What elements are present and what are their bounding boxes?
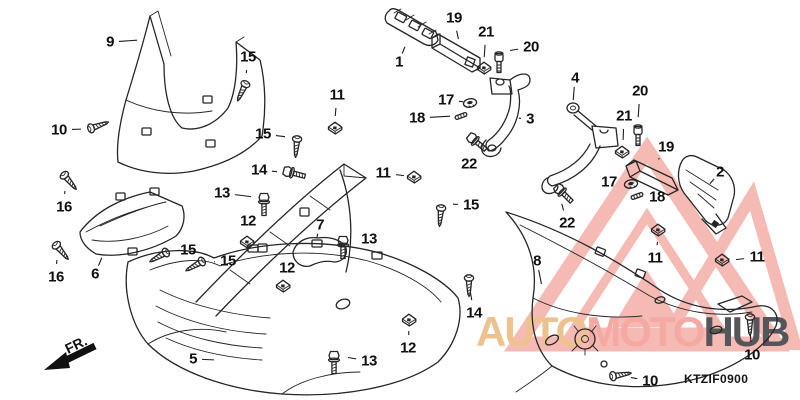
callout-10-42: 10 [642, 372, 658, 390]
leader-line [709, 178, 715, 185]
callout-11-6: 11 [329, 86, 345, 104]
watermark-segment-1: MOTO [586, 308, 705, 355]
leader-line [429, 115, 451, 118]
callout-11-21: 11 [375, 164, 391, 182]
leader-line [658, 157, 660, 160]
callout-15-7: 15 [255, 125, 271, 143]
leader-line [201, 358, 215, 361]
callout-12-18: 12 [400, 339, 416, 357]
watermark-triangle-middle [563, 207, 731, 337]
callout-10-2: 10 [51, 121, 67, 139]
callout-9-0: 9 [106, 33, 114, 51]
callout-8-38: 8 [533, 252, 541, 270]
callout-21-32: 21 [616, 107, 632, 125]
callout-6-5: 6 [91, 265, 99, 283]
part-5-floor-panel-drawing [125, 163, 461, 396]
leader-line [561, 203, 565, 211]
leader-line [401, 46, 406, 54]
callout-16-3: 16 [56, 198, 72, 216]
callout-10-41: 10 [744, 346, 760, 364]
callout-19-23: 19 [446, 9, 462, 27]
watermark-triangle-outer [504, 136, 790, 352]
leader-line [483, 44, 486, 58]
callout-15-1: 15 [240, 48, 256, 66]
watermark-segment-2: HUB [703, 308, 790, 355]
callout-18-36: 18 [649, 188, 665, 206]
part-2-step-rubber-drawing [677, 154, 736, 235]
leader-line [275, 135, 286, 138]
leader-line [735, 258, 745, 261]
leader-line [456, 30, 459, 40]
callout-13-14: 13 [361, 230, 377, 248]
diagram-code: KTZIF0900 [684, 372, 749, 386]
leader-line [469, 292, 473, 301]
callout-11-39: 11 [647, 249, 663, 267]
leader-line [749, 333, 752, 343]
leader-line [538, 269, 542, 285]
callout-17-35: 17 [601, 173, 617, 191]
part-1-step-rubber-drawing [384, 7, 439, 47]
leader-line [656, 241, 659, 246]
callout-16-4: 16 [48, 268, 64, 286]
part-19b-bar-drawing [625, 159, 679, 196]
part-4-stay-drawing [541, 102, 619, 195]
callout-22-29: 22 [461, 155, 477, 173]
callout-22-37: 22 [559, 214, 575, 232]
callout-15-11: 15 [180, 241, 196, 259]
part-6-step-cover-drawing [79, 187, 185, 256]
leader-line [637, 103, 640, 118]
leader-line [572, 86, 575, 101]
leader-line [234, 194, 252, 198]
callout-18-27: 18 [409, 109, 425, 127]
callout-14-19: 14 [466, 304, 482, 322]
leader-line [509, 48, 519, 52]
callout-12-10: 12 [240, 212, 256, 230]
leader-line [630, 376, 638, 380]
callout-19-33: 19 [658, 138, 674, 156]
callout-1-22: 1 [395, 53, 403, 71]
callout-5-16: 5 [189, 350, 197, 368]
callout-21-24: 21 [478, 23, 494, 41]
callout-13-9: 13 [214, 184, 230, 202]
part-3-stay-drawing [480, 73, 531, 158]
leader-lines [56, 30, 752, 380]
callout-20-31: 20 [632, 82, 648, 100]
leader-line [347, 356, 357, 360]
callout-17-26: 17 [438, 91, 454, 109]
callout-20-25: 20 [523, 38, 539, 56]
callout-2-34: 2 [716, 163, 724, 181]
part-8-under-cover-drawing [505, 211, 778, 393]
callout-14-8: 14 [251, 161, 267, 179]
callout-15-12: 15 [220, 252, 236, 270]
leader-line [334, 107, 337, 117]
leader-line [316, 233, 319, 239]
leader-line [118, 39, 138, 42]
part-19-bracket-bar-drawing [431, 33, 481, 73]
watermark-triangle-right [651, 181, 800, 350]
part-9-rear-cover-drawing [116, 10, 266, 174]
watermark-triangle-inner [612, 270, 682, 327]
callout-3-28: 3 [526, 110, 534, 128]
leader-line [97, 257, 103, 266]
callout-7-13: 7 [316, 216, 324, 234]
callout-15-20: 15 [463, 196, 479, 214]
callout-11-40: 11 [749, 248, 765, 266]
callout-13-17: 13 [361, 352, 377, 370]
leader-line [395, 174, 405, 177]
callout-4-30: 4 [571, 69, 579, 87]
callout-12-15: 12 [279, 259, 295, 277]
